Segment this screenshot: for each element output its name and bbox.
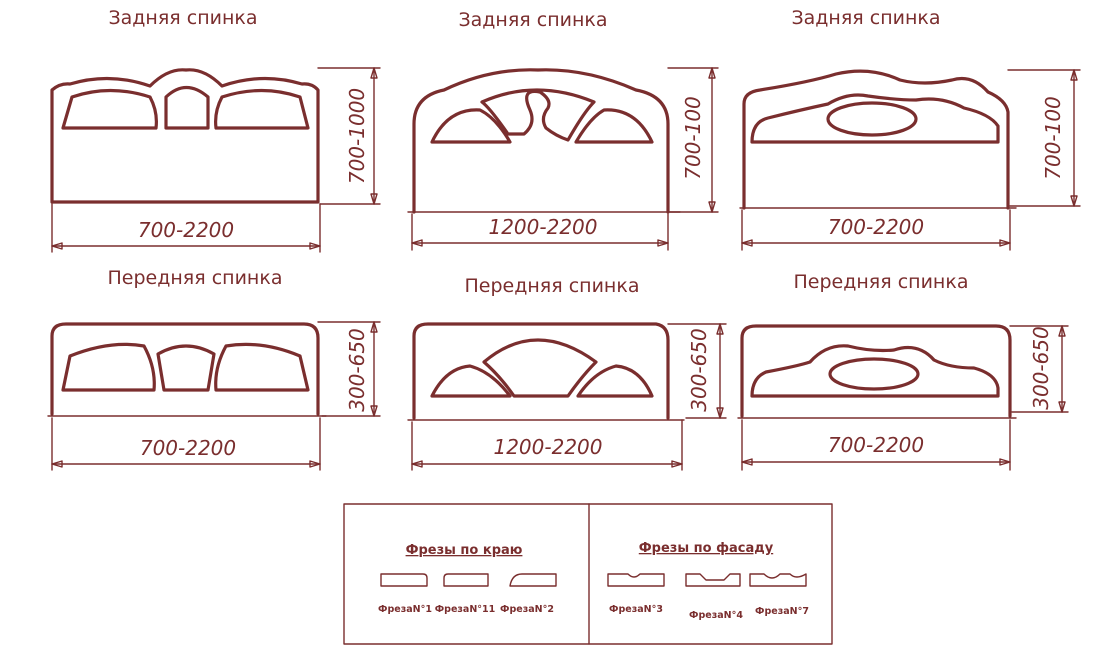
panel-title: Задняя спинка — [458, 9, 607, 31]
cutter-11-label: ФрезаN°11 — [435, 604, 496, 615]
width-dimension: 700-2200 — [138, 218, 234, 242]
headboard-outline — [412, 68, 670, 214]
panel-back-3: Задняя спинка 700-2200 700-100 — [739, 7, 1081, 251]
width-dimension: 1200-2200 — [493, 435, 602, 459]
cutter-2-profile — [509, 573, 557, 587]
height-dimension: 700-100 — [681, 96, 705, 180]
wave-cutout — [750, 93, 1000, 144]
panel-front-1: Передняя спинка 700-2200 300-650 — [47, 267, 381, 471]
headboard-outline — [742, 69, 1010, 210]
cutter-legend: Фрезы по краю Фрезы по фасаду ФрезаN°1 Ф… — [343, 503, 833, 645]
footboard-outline — [740, 324, 1012, 418]
panel-title: Задняя спинка — [791, 7, 940, 29]
cutter-11-profile — [443, 573, 489, 587]
height-dimension: 700-100 — [1041, 96, 1065, 180]
footboard-outline — [50, 322, 320, 416]
right-half-round-cutout — [576, 364, 654, 398]
panel-title: Задняя спинка — [108, 7, 257, 29]
cutter-3-label: ФрезаN°3 — [609, 604, 663, 615]
headboard-outline — [50, 68, 320, 204]
center-arch-cutout — [164, 85, 210, 130]
left-half-round-cutout — [430, 364, 512, 398]
right-arch-cutout — [214, 88, 310, 130]
width-dimension: 1200-2200 — [488, 215, 597, 239]
cutter-3-profile — [607, 573, 665, 587]
left-arch-cutout — [61, 88, 158, 130]
panel-back-2: Задняя спинка 1200-2200 700-100 — [407, 9, 719, 251]
center-wave-cutout — [480, 88, 596, 142]
right-arch-cutout — [214, 342, 310, 392]
width-dimension: 700-2200 — [828, 215, 924, 239]
height-dimension: 300-650 — [345, 328, 369, 412]
panel-front-3: Передняя спинка 700-2200 300-650 — [737, 271, 1069, 471]
cutter-4-label: ФрезаN°4 — [689, 610, 743, 621]
cutter-7-profile — [749, 573, 807, 587]
width-dimension: 700-2200 — [140, 436, 236, 460]
center-arch-cutout — [482, 338, 598, 398]
panel-back-1: Задняя спинка 700-2200 700-1000 — [50, 7, 381, 253]
panel-front-2: Передняя спинка 1200-2200 300-650 — [407, 275, 727, 471]
edge-cutters-heading: Фрезы по краю — [406, 543, 523, 558]
facade-cutters-heading: Фрезы по фасаду — [639, 541, 774, 556]
panel-title: Передняя спинка — [108, 267, 283, 289]
left-arch-cutout — [61, 342, 156, 392]
oval-cutout — [828, 357, 920, 391]
panel-title: Передняя спинка — [465, 275, 640, 297]
height-dimension: 300-650 — [1029, 326, 1053, 410]
cutter-7-label: ФрезаN°7 — [755, 606, 809, 617]
cutter-1-profile — [380, 573, 428, 587]
oval-cutout — [826, 101, 918, 137]
right-half-round-cutout — [574, 108, 654, 144]
width-dimension: 700-2200 — [828, 433, 924, 457]
footboard-outline — [412, 322, 670, 420]
cutter-2-label: ФрезаN°2 — [500, 604, 554, 615]
left-half-round-cutout — [430, 108, 512, 144]
cutter-1-label: ФрезаN°1 — [378, 604, 432, 615]
panel-title: Передняя спинка — [794, 271, 969, 293]
wave-cutout — [750, 344, 1000, 398]
height-dimension: 700-1000 — [345, 88, 369, 184]
height-dimension: 300-650 — [687, 328, 711, 412]
center-arch-cutout — [156, 344, 216, 392]
cutter-4-profile — [685, 573, 741, 587]
